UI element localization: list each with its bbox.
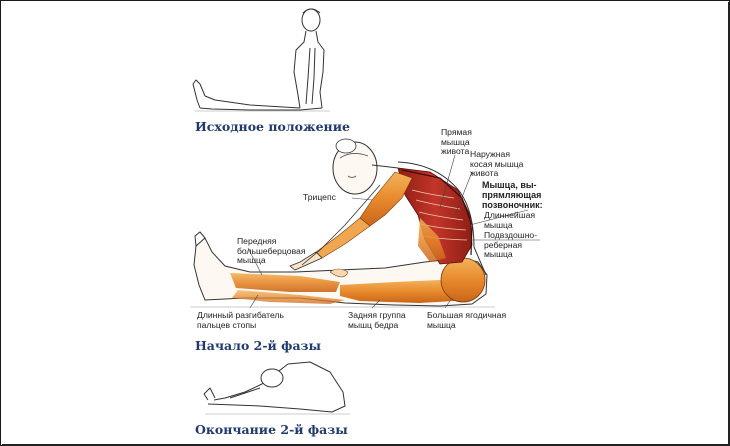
figure-start-position	[192, 8, 330, 112]
gluteus-muscle	[440, 257, 486, 303]
forearm-muscle	[315, 217, 371, 259]
label-tibialis-anterior: Передняя большеберцовая мышца	[237, 236, 306, 266]
erector-spinae-muscle	[397, 167, 473, 265]
calf-muscle	[232, 290, 345, 304]
caption-phase2-begin: Начало 2-й фазы	[195, 338, 322, 353]
label-iliocostalis: Подвздошно- реберная мышца	[484, 230, 538, 260]
label-external-oblique: Наружная косая мышца живота	[470, 149, 524, 179]
tibialis-anterior-muscle	[230, 273, 340, 292]
triceps-muscle	[359, 171, 413, 227]
label-erector-spinae: Мышца, вы- прямляющая позвоночник:	[482, 180, 543, 210]
label-gluteus-maximus: Большая ягодичная мышца	[427, 310, 507, 330]
caption-phase2-end: Окончание 2-й фазы	[195, 422, 348, 437]
label-extensor-digitorum-longus: Длинный разгибатель пальцев стопы	[197, 310, 284, 330]
label-triceps: Трицепс	[303, 192, 336, 202]
frame-shadow-bottom	[2, 444, 730, 446]
hamstrings-muscle	[340, 280, 470, 303]
caption-start-position: Исходное положение	[195, 119, 350, 134]
frame-shadow-right	[728, 2, 730, 446]
figure-phase2-end	[203, 361, 350, 415]
leader-lines	[247, 154, 540, 309]
label-rectus-abdominis: Прямая мышца живота	[441, 127, 472, 157]
abdominal-muscle	[418, 218, 446, 262]
label-longissimus: Длиннейшая мышца	[484, 210, 536, 230]
figure-phase2-begin	[190, 138, 495, 308]
label-hamstrings: Задняя группа мышц бедра	[348, 310, 406, 330]
